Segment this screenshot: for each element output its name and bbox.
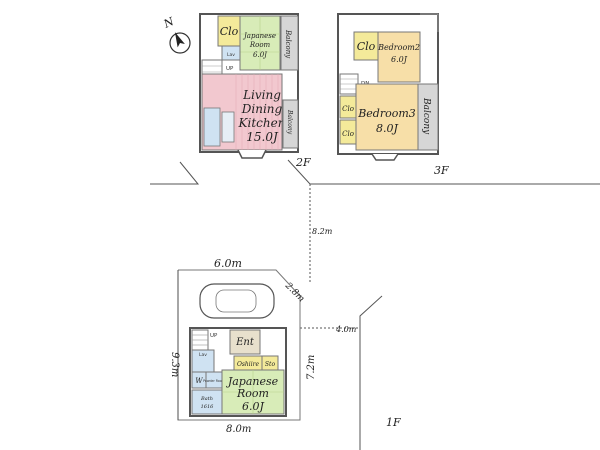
f3-bedroom3-size: 8.0J xyxy=(376,122,398,135)
f3-bedroom2-label: Bedroom2 xyxy=(377,43,420,52)
f3-closet-top xyxy=(353,31,379,61)
floor-3f: Clo Bedroom2 6.0J DN Clo Clo Bedroom3 8.… xyxy=(337,13,449,177)
f3-roof-line xyxy=(420,13,439,32)
f1-japanese-label-1: Japanese xyxy=(226,375,279,388)
f3-balcony xyxy=(417,83,439,151)
f1-japanese-label-2: Room xyxy=(236,387,269,400)
f2-ldk-label-3: Kitchen xyxy=(238,116,286,130)
f3-floor-label: 3F xyxy=(434,164,449,177)
f2-kitchen-island xyxy=(221,111,235,143)
site-boundary xyxy=(177,269,301,421)
f1-up-label: UP xyxy=(210,333,218,339)
f3-clo-a-label: Clo xyxy=(342,105,354,113)
f2-japanese-label-1: Japanese xyxy=(242,32,276,40)
f3-stair-treads xyxy=(340,78,358,90)
f2-bay-window xyxy=(237,149,267,159)
f3-bedroom2-size: 6.0J xyxy=(391,55,408,64)
f2-balcony-top xyxy=(280,15,299,71)
f3-clo-b-label: Clo xyxy=(342,130,354,138)
f1-bath-size: 1616 xyxy=(201,404,215,410)
car-body xyxy=(199,283,275,319)
f1-oshiire-label: Oshiire xyxy=(237,361,260,368)
compass-n-label: N xyxy=(161,15,176,31)
f2-ldk-size: 15.0J xyxy=(246,130,279,144)
f2-balcony-side-label: Balcony xyxy=(286,109,293,135)
f2-lav-label: Lav xyxy=(227,52,235,58)
f2-floor-label: 2F xyxy=(295,156,311,169)
f1-floor-label: 1F xyxy=(386,416,401,429)
f3-bedroom3-label: Bedroom3 xyxy=(357,107,416,120)
road-top-left xyxy=(150,161,200,185)
f2-floor-boards xyxy=(235,74,279,150)
f1-tatami-lines xyxy=(222,370,284,414)
dim-road-top: 8.2m xyxy=(312,227,333,236)
f3-clo-top-label: Clo xyxy=(357,40,376,53)
f3-bedroom2 xyxy=(377,31,421,83)
parking-car xyxy=(199,283,275,319)
dim-diagonal: 2.8m xyxy=(282,280,306,304)
f2-ldk-label-1: Living xyxy=(242,88,281,102)
car-cabin xyxy=(215,289,257,313)
road-right-edge xyxy=(359,295,383,450)
f1-stair-treads xyxy=(192,334,208,346)
dim-site-bottom: 8.0m xyxy=(226,424,251,435)
f1-powder-label: Powder Room xyxy=(203,379,225,383)
f2-lav xyxy=(221,45,241,61)
f2-kitchen-counter xyxy=(203,107,221,147)
dim-house-depth: 7.2m xyxy=(306,355,317,380)
f2-ldk-label-2: Dining xyxy=(241,102,283,116)
f2-clo-label: Clo xyxy=(220,25,239,38)
f2-balcony-top-label: Balcony xyxy=(284,29,292,59)
f3-bay-window xyxy=(371,153,399,161)
f2-balcony-side xyxy=(282,99,299,149)
f1-sto-label: Sto xyxy=(265,361,276,368)
f1-bath-label: Bath xyxy=(200,396,213,402)
f2-tatami-lines xyxy=(240,16,280,70)
dim-site-width: 6.0m xyxy=(214,257,242,270)
f3-balcony-label: Balcony xyxy=(421,97,431,135)
north-compass: N xyxy=(161,15,191,54)
dim-road-side: 4.0m xyxy=(335,325,357,334)
f1-ent-label: Ent xyxy=(235,337,255,348)
f1-lav-label: Lav xyxy=(199,352,207,358)
f2-japanese-size: 6.0J xyxy=(253,51,268,59)
f1-w-label: W xyxy=(195,377,203,385)
dim-site-depth: 9.3m xyxy=(169,352,180,377)
f1-japanese-size: 6.0J xyxy=(242,400,264,413)
f1-bath xyxy=(191,389,223,415)
floor-2f: Clo Japanese Room 6.0J Balcony UP DN Lav… xyxy=(199,13,311,169)
f2-up-label: UP xyxy=(226,66,234,72)
f1-entrance xyxy=(229,329,261,355)
f2-japanese-label-2: Room xyxy=(249,41,271,49)
compass-needle xyxy=(174,32,185,48)
f3-bedroom3 xyxy=(355,83,419,151)
floor-1f: UP Ent Lav Oshiire Sto W Powder Room Bat… xyxy=(189,327,401,429)
compass-ring xyxy=(169,32,191,54)
road-lines xyxy=(150,159,600,450)
